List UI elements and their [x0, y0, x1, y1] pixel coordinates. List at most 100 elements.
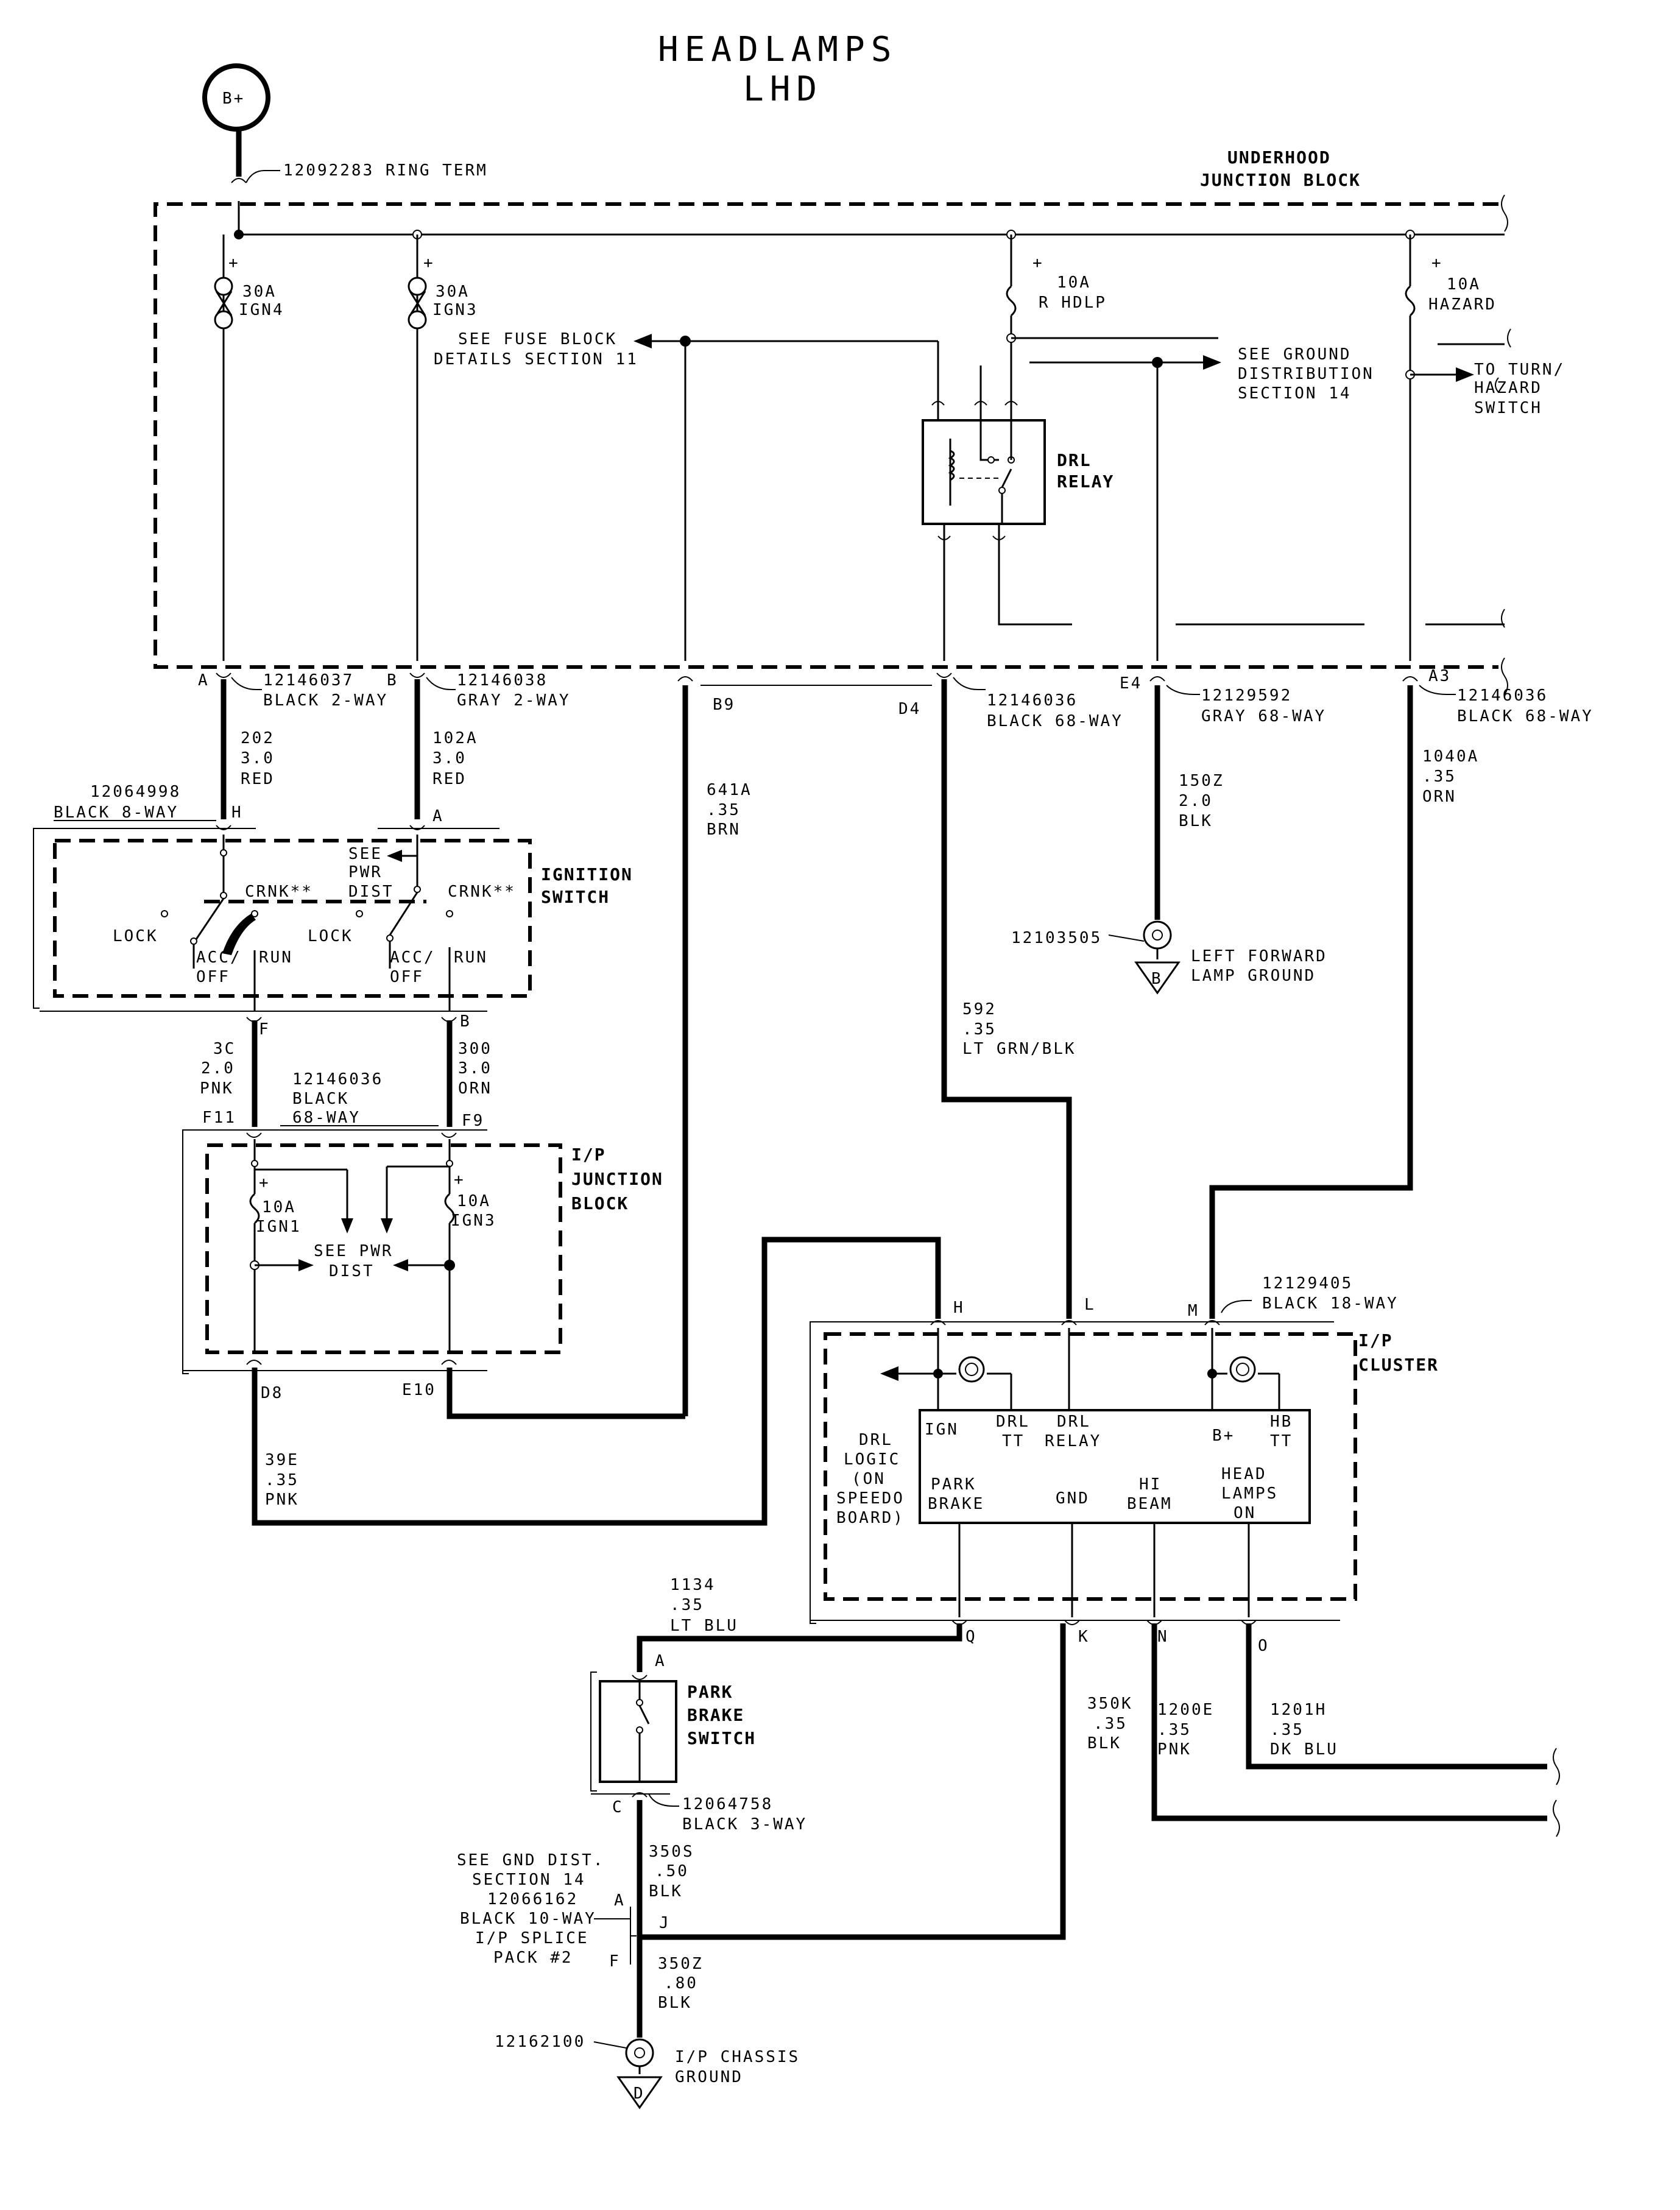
svg-text:LT BLU: LT BLU: [670, 1617, 738, 1635]
svg-text:SEE GND DIST.: SEE GND DIST.: [457, 1851, 605, 1869]
svg-text:PNK: PNK: [265, 1491, 299, 1509]
svg-text:.35: .35: [265, 1471, 299, 1489]
svg-text:+: +: [259, 1174, 270, 1192]
svg-text:1201H: 1201H: [1270, 1701, 1327, 1719]
svg-text:RELAY: RELAY: [1045, 1432, 1101, 1450]
svg-text:SECTION 14: SECTION 14: [472, 1871, 586, 1889]
svg-text:A: A: [198, 671, 210, 690]
svg-text:PACK #2: PACK #2: [493, 1949, 573, 1967]
svg-text:3.0: 3.0: [458, 1059, 492, 1078]
svg-text:BLK: BLK: [649, 1882, 683, 1901]
svg-text:DRL: DRL: [996, 1413, 1030, 1431]
park-brake-title-1: PARK: [687, 1682, 733, 1702]
svg-text:J: J: [659, 1914, 671, 1932]
ipjb-title-1: I/P: [571, 1145, 606, 1165]
ipjb-desc-1: BLACK: [292, 1090, 349, 1108]
svg-text:39E: 39E: [265, 1451, 299, 1469]
svg-text:LAMPS: LAMPS: [1221, 1485, 1278, 1503]
svg-text:TT: TT: [1270, 1432, 1293, 1450]
park-brake-part: 12064758: [682, 1795, 773, 1813]
svg-text:A: A: [432, 807, 444, 825]
see-ground-3: SECTION 14: [1238, 384, 1352, 403]
connector-b-desc: GRAY 2-WAY: [457, 691, 571, 710]
svg-text:ON: ON: [1234, 1504, 1256, 1522]
ground-ip-label-2: GROUND: [675, 2068, 743, 2086]
diagram-title-line1: HEADLAMPS: [658, 30, 897, 69]
svg-text:3.0: 3.0: [432, 749, 467, 768]
see-ground-2: DISTRIBUTION: [1238, 365, 1374, 383]
battery-terminal: B+ 12092283 RING TERM: [202, 63, 488, 183]
svg-text:1040A: 1040A: [1422, 747, 1479, 766]
connector-b-part: 12146038: [457, 671, 548, 690]
underhood-connectors: A 12146037 BLACK 2-WAY B 12146038 GRAY 2…: [198, 667, 1592, 730]
svg-text:LT GRN/BLK: LT GRN/BLK: [962, 1040, 1076, 1058]
svg-text:ORN: ORN: [1422, 788, 1456, 806]
svg-text:L: L: [1084, 1296, 1096, 1314]
cluster-title-1: I/P: [1358, 1330, 1393, 1350]
svg-text:N: N: [1157, 1628, 1169, 1646]
cluster-part: 12129405: [1262, 1274, 1353, 1293]
svg-text:.35: .35: [1157, 1721, 1191, 1739]
wire-641a: 641A .35 BRN: [682, 685, 750, 1416]
svg-text:RUN: RUN: [259, 948, 293, 967]
ignition-switch: 12064998 BLACK 8-WAY H A IGNITION SWITCH…: [33, 783, 632, 1039]
to-turn-3: SWITCH: [1474, 399, 1542, 417]
svg-text:LOCK: LOCK: [308, 927, 353, 945]
drl-relay: DRL RELAY: [922, 365, 1364, 661]
ground-left-part: 12103505: [1011, 929, 1102, 947]
ip-splice-pack: SEE GND DIST. SECTION 14 12066162 BLACK …: [457, 1851, 671, 1971]
svg-text:A: A: [614, 1891, 626, 1910]
cluster-title-2: CLUSTER: [1358, 1355, 1439, 1375]
svg-text:BLACK 10-WAY: BLACK 10-WAY: [460, 1910, 596, 1928]
svg-text:I/P SPLICE: I/P SPLICE: [475, 1929, 589, 1947]
wire-350k: 350K .35 BLK: [640, 1623, 1131, 1940]
svg-text:+: +: [423, 254, 435, 272]
park-brake-title-2: BRAKE: [687, 1705, 744, 1725]
battery-terminal-part: 12092283 RING TERM: [283, 161, 488, 180]
svg-text:+: +: [1032, 254, 1044, 272]
svg-text:HB: HB: [1270, 1413, 1293, 1431]
park-brake-title-3: SWITCH: [687, 1728, 756, 1748]
fuse-30a-ign3-rating: 30A: [436, 283, 470, 301]
wire-1040a: 1040A .35 ORN: [1209, 685, 1479, 1319]
ipjb-title-2: JUNCTION: [571, 1169, 663, 1189]
svg-text:+: +: [1431, 254, 1443, 272]
svg-text:B: B: [387, 671, 398, 690]
svg-text:Q: Q: [965, 1628, 977, 1646]
svg-text:B+: B+: [1212, 1427, 1235, 1445]
ignition-title-2: SWITCH: [541, 887, 610, 907]
svg-text:SEE: SEE: [348, 845, 383, 863]
wire-39e: 39E .35 PNK: [252, 1237, 941, 1526]
svg-text:F: F: [259, 1020, 270, 1039]
see-ground-1: SEE GROUND: [1238, 345, 1352, 364]
svg-text:2.0: 2.0: [1179, 792, 1213, 810]
svg-text:+: +: [454, 1171, 465, 1189]
svg-text:DIST: DIST: [348, 883, 394, 901]
svg-text:TT: TT: [1002, 1432, 1025, 1450]
svg-text:+: +: [228, 254, 240, 272]
ipjb-title-3: BLOCK: [571, 1193, 629, 1213]
ground-left-label-1: LEFT FORWARD: [1191, 947, 1327, 966]
svg-text:D4: D4: [898, 700, 921, 718]
svg-text:SPEEDO: SPEEDO: [836, 1489, 905, 1508]
connector-e4-part: 12129592: [1201, 687, 1292, 705]
svg-text:.35: .35: [707, 801, 741, 819]
svg-text:B: B: [1151, 970, 1163, 988]
svg-text:BLK: BLK: [1087, 1734, 1121, 1753]
wire-592: 592 .35 LT GRN/BLK: [941, 679, 1076, 1319]
svg-text:B9: B9: [713, 696, 735, 714]
svg-text:ACC/: ACC/: [196, 948, 242, 967]
ground-ip-label-1: I/P CHASSIS: [675, 2048, 800, 2066]
svg-text:.35: .35: [1422, 768, 1456, 786]
svg-text:H: H: [953, 1299, 965, 1317]
park-brake-desc: BLACK 3-WAY: [682, 1815, 807, 1834]
cluster-desc: BLACK 18-WAY: [1262, 1294, 1399, 1313]
svg-text:BRN: BRN: [707, 821, 741, 839]
to-turn-2: HAZARD: [1474, 379, 1542, 397]
svg-text:2.0: 2.0: [201, 1059, 235, 1078]
svg-text:B: B: [460, 1012, 471, 1031]
ignition-part: 12064998: [90, 783, 181, 801]
svg-text:BOARD): BOARD): [836, 1509, 905, 1527]
svg-text:RUN: RUN: [454, 948, 488, 967]
wire-1134: 1134 .35 LT BLU: [637, 1576, 962, 1672]
